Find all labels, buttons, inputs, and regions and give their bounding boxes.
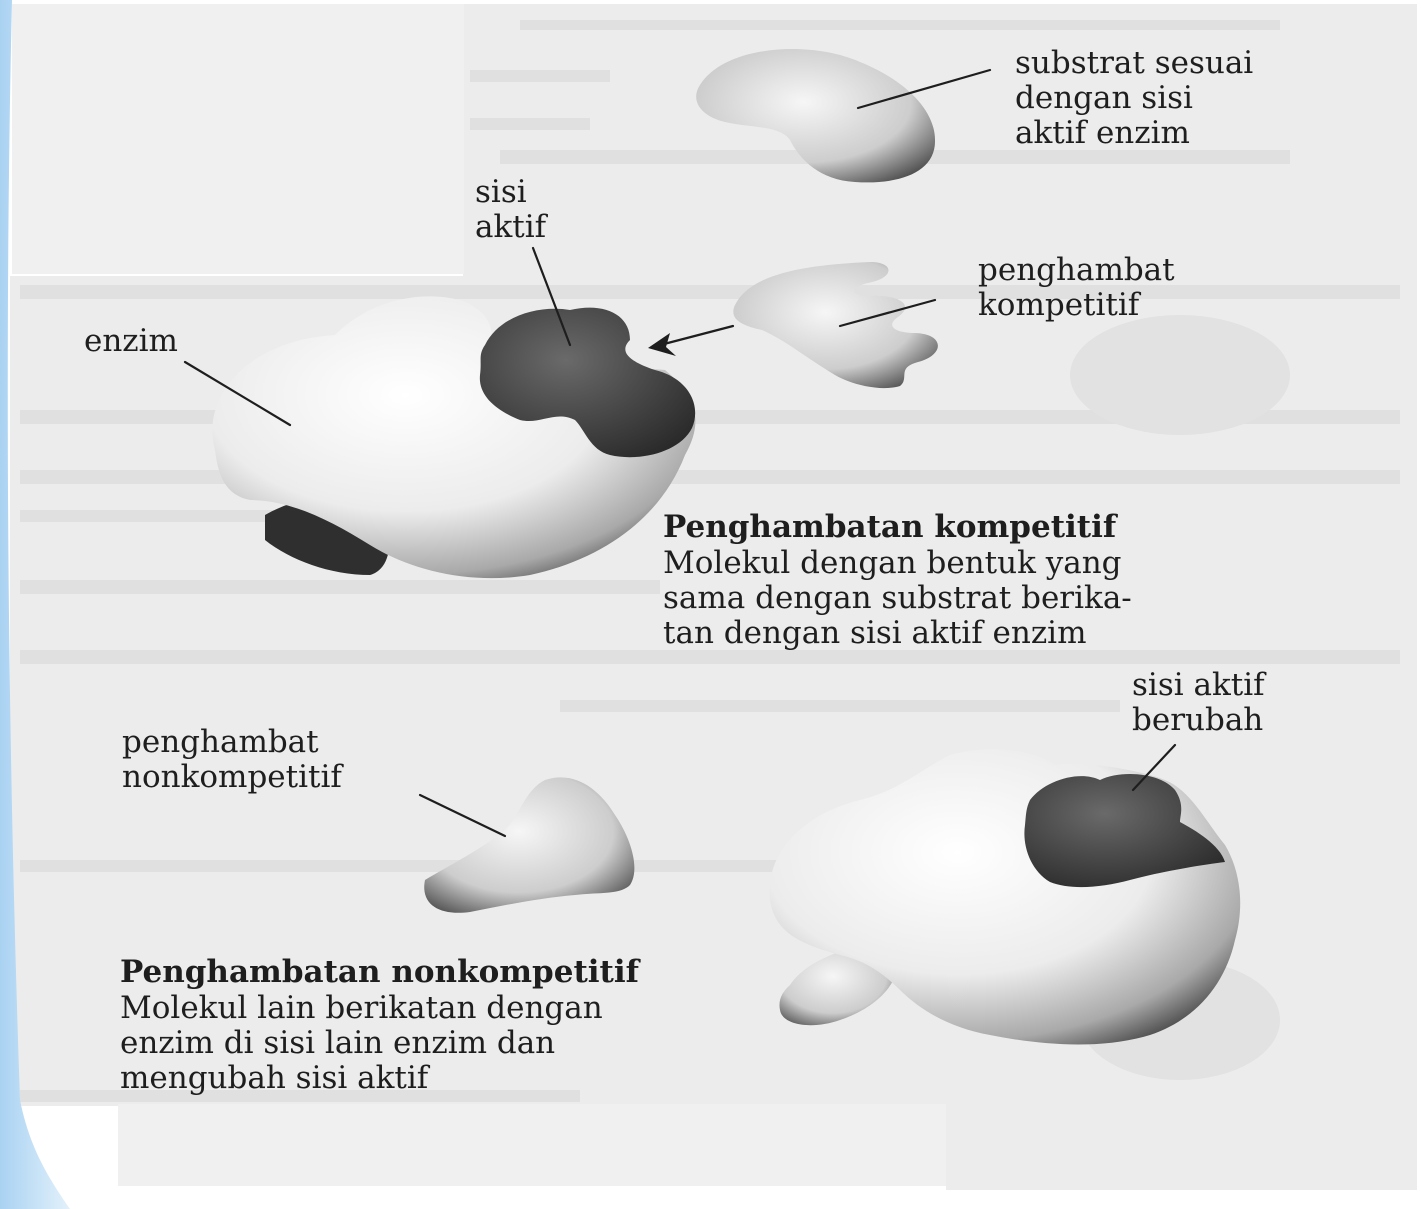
active-site-label-line-1: sisi [475, 175, 527, 210]
substrate-label-line-1: substrat sesuai [1015, 46, 1253, 81]
substrate-label-line-3: aktif enzim [1015, 116, 1190, 151]
noncompetitive-caption-title: Penghambatan nonkompetitif [120, 955, 639, 990]
scan-area-top [463, 4, 1417, 282]
scan-area-bottom-right [946, 1100, 1417, 1190]
blank-patch-bottom [118, 1104, 946, 1186]
competitive-caption-line-3: tan dengan sisi aktif enzim [663, 616, 1086, 651]
competitive-caption-line-1: Molekul dengan bentuk yang [663, 546, 1122, 581]
blank-patch-top-left [12, 4, 464, 274]
changed-active-site-label-line-1: sisi aktif [1132, 668, 1265, 703]
noncompetitive-caption-line-1: Molekul lain berikatan dengan [120, 991, 603, 1026]
noncompetitive-inhibitor-label-line-1: penghambat [122, 725, 319, 760]
show-through-blob-1 [1070, 315, 1290, 435]
substrate-label-line-2: dengan sisi [1015, 81, 1193, 116]
enzyme-label: enzim [84, 324, 178, 359]
changed-active-site-label-line-2: berubah [1132, 703, 1263, 738]
noncompetitive-caption-line-2: enzim di sisi lain enzim dan [120, 1026, 555, 1061]
competitive-inhibitor-label-line-2: kompetitif [978, 288, 1139, 323]
noncompetitive-inhibitor-label-line-2: nonkompetitif [122, 760, 342, 795]
competitive-caption-line-2: sama dengan substrat berika- [663, 581, 1132, 616]
competitive-caption-title: Penghambatan kompetitif [663, 510, 1116, 545]
competitive-inhibitor-label-line-1: penghambat [978, 253, 1175, 288]
active-site-label-line-2: aktif [475, 210, 546, 245]
noncompetitive-caption-line-3: mengubah sisi aktif [120, 1061, 428, 1096]
